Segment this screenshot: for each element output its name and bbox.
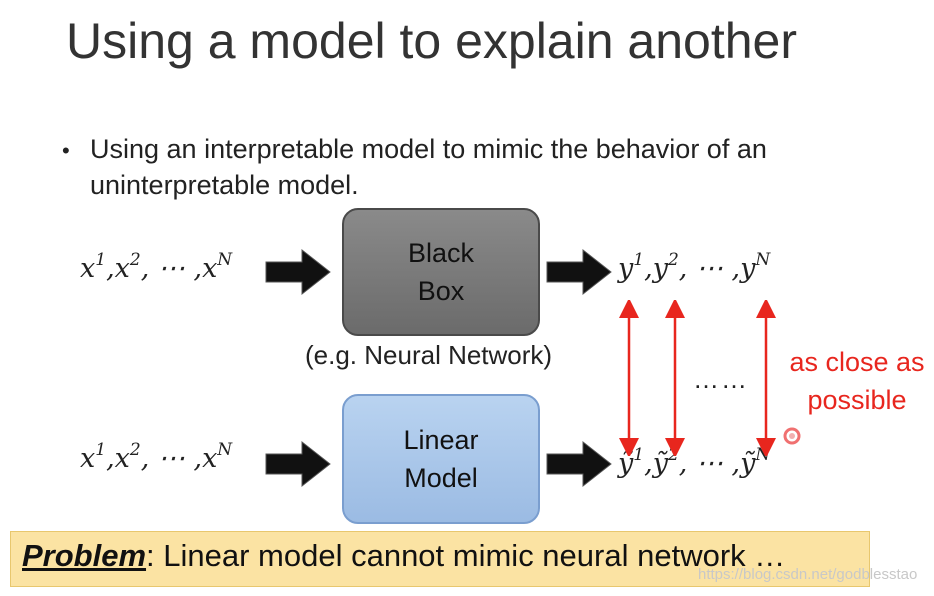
as-close-as-possible-note: as close as possible (789, 347, 925, 415)
problem-statement: Problem: Linear model cannot mimic neura… (22, 538, 785, 574)
problem-text: : Linear model cannot mimic neural netwo… (146, 538, 786, 573)
bullet-text: Using an interpretable model to mimic th… (90, 134, 767, 200)
problem-label: Problem (22, 538, 147, 573)
arrow-right-icon (265, 248, 331, 296)
comparison-arrows (619, 300, 776, 456)
bullet-dot: • (62, 138, 70, 163)
linear-box-label-line1: Linear (403, 425, 479, 455)
top-input-sequence: x1,x2, ⋯ ,xN (80, 250, 233, 284)
watermark: https://blog.csdn.net/godblesstao (698, 566, 918, 583)
linear-box-label-line2: Model (404, 463, 478, 493)
arrow-right-icon (546, 440, 612, 488)
linear-model-box: Linear Model (342, 394, 540, 524)
black-box-label-line2: Box (417, 276, 465, 306)
ellipsis: …… (693, 364, 749, 394)
black-box-label-line1: Black (407, 238, 475, 268)
black-box-model: Black Box (342, 208, 540, 336)
problem-banner (10, 531, 870, 587)
slide-title: Using a model to explain another (66, 13, 798, 69)
arrow-right-icon (546, 248, 612, 296)
top-output-sequence: y1,y2, ⋯ ,yN (618, 250, 771, 284)
pointer-dot-icon (783, 427, 801, 445)
arrow-right-icon (265, 440, 331, 488)
bottom-input-sequence: x1,x2, ⋯ ,xN (80, 440, 233, 474)
black-box-caption: (e.g. Neural Network) (305, 340, 553, 370)
